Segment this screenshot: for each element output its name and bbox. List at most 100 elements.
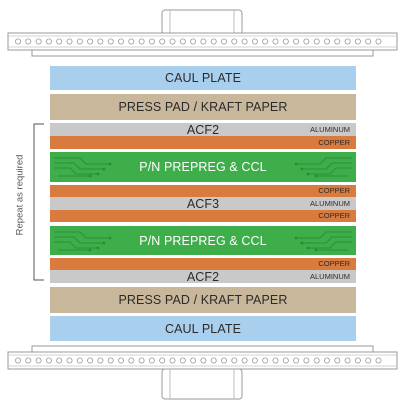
platen-hole [303,38,310,45]
platen-hole [282,38,289,45]
copper-layer-3: COPPER [50,210,356,222]
platen-hole [293,357,300,364]
press-pad-bottom: PRESS PAD / KRAFT PAPER [50,287,356,313]
platen-hole [138,357,145,364]
aluminum-label-1: ALUMINUM [309,125,350,134]
bottom-platen-base [31,345,374,353]
platen-hole [365,357,372,364]
press-pad-top-label: PRESS PAD / KRAFT PAPER [118,100,288,114]
platen-hole [323,38,330,45]
platen-hole [45,38,52,45]
copper-label-2: COPPER [318,186,350,195]
platen-hole [375,357,382,364]
platen-hole [365,38,372,45]
platen-hole [97,38,104,45]
circuit-traces-1 [54,157,352,178]
top-platen-base [31,49,374,57]
caul-plate-bottom-label: CAUL PLATE [164,321,242,336]
platen-hole [293,38,300,45]
press-pad-bottom-label: PRESS PAD / KRAFT PAPER [118,293,288,307]
platen-hole [231,357,238,364]
repeat-as-required-label: Repeat as required [14,154,26,236]
platen-hole [169,357,176,364]
platen-hole [375,38,382,45]
acf3-label: ACF3 [186,196,220,211]
top-ram-cylinder [161,9,243,35]
platen-hole [87,38,94,45]
platen-hole [14,357,21,364]
platen-hole [76,38,83,45]
circuit-traces-2 [54,231,352,252]
platen-hole [45,357,52,364]
platen-hole [56,357,63,364]
caul-plate-top-label: CAUL PLATE [164,71,242,85]
platen-hole [282,357,289,364]
platen-hole [190,38,197,45]
prepreg-ccl-layer-2: P/N PREPREG & CCL [50,226,356,255]
copper-layer-4: COPPER [50,258,356,270]
top-press-platen [7,9,398,57]
top-platen-holes [14,38,382,45]
platen-hole [251,357,258,364]
platen-hole [354,357,361,364]
platen-hole [66,38,73,45]
repeat-bracket [33,123,44,281]
prepreg-ccl-layer-1: P/N PREPREG & CCL [50,152,356,182]
copper-layer-1: COPPER [50,136,356,149]
platen-hole [210,357,217,364]
prepreg-ccl-label-2: P/N PREPREG & CCL [139,233,267,248]
platen-hole [210,38,217,45]
platen-hole [272,38,279,45]
platen-hole [159,357,166,364]
platen-hole [107,357,114,364]
platen-hole [138,38,145,45]
platen-hole [251,38,258,45]
platen-hole [241,357,248,364]
aluminum-label-2: ALUMINUM [309,199,350,208]
copper-label-4: COPPER [318,259,350,268]
acf2-top-layer: ACF2 ALUMINUM [50,122,356,137]
platen-hole [35,357,42,364]
platen-hole [262,357,269,364]
platen-hole [334,38,341,45]
platen-hole [303,357,310,364]
platen-hole [25,357,32,364]
platen-hole [344,38,351,45]
platen-hole [14,38,21,45]
platen-hole [200,357,207,364]
platen-hole [97,357,104,364]
acf2-bottom-layer: ACF2 ALUMINUM [50,269,356,284]
acf3-layer: ACF3 ALUMINUM [50,196,356,211]
platen-hole [128,357,135,364]
platen-hole [313,357,320,364]
copper-layer-2: COPPER [50,185,356,197]
platen-hole [87,357,94,364]
caul-plate-bottom: CAUL PLATE [50,316,356,341]
platen-hole [220,357,227,364]
platen-hole [159,38,166,45]
platen-hole [179,38,186,45]
platen-hole [190,357,197,364]
platen-hole [66,357,73,364]
platen-hole [169,38,176,45]
acf2-top-label: ACF2 [186,122,220,137]
platen-hole [344,357,351,364]
bottom-ram-cylinder [161,368,243,400]
platen-hole [262,38,269,45]
press-pad-top: PRESS PAD / KRAFT PAPER [50,94,356,120]
platen-hole [56,38,63,45]
platen-hole [148,357,155,364]
platen-hole [231,38,238,45]
platen-hole [272,357,279,364]
platen-hole [313,38,320,45]
platen-hole [148,38,155,45]
platen-hole [334,357,341,364]
platen-hole [128,38,135,45]
bottom-press-platen [7,345,398,400]
platen-hole [118,357,125,364]
platen-hole [76,357,83,364]
bottom-platen-holes [14,357,382,364]
platen-hole [35,38,42,45]
acf2-bottom-label: ACF2 [186,269,220,284]
